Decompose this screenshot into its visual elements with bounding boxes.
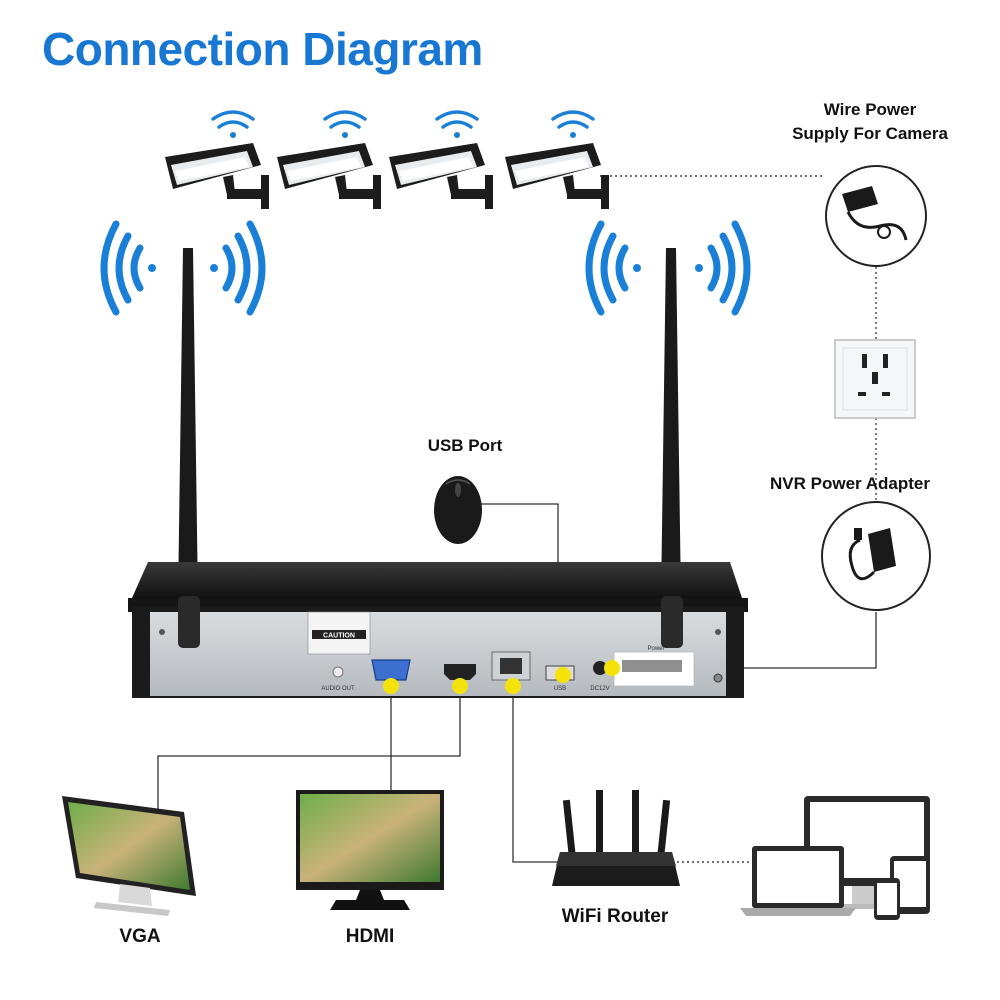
nvr-power-adapter-label: NVR Power Adapter xyxy=(770,474,930,493)
power-adapter-icon xyxy=(848,528,896,581)
mouse-icon xyxy=(434,476,482,544)
dc-port-label: DC12V xyxy=(590,686,609,692)
vga-port xyxy=(371,659,411,681)
camera-4 xyxy=(505,110,609,209)
hdmi-port xyxy=(444,664,476,680)
power-adapter-icon xyxy=(842,186,908,241)
monitor-icon xyxy=(62,796,196,916)
wifi-icon xyxy=(211,110,255,138)
nvr-power-adapter xyxy=(821,501,931,611)
monitor-icon xyxy=(296,790,444,910)
usb-port-label: USB Port xyxy=(427,436,503,455)
dc-port-marker xyxy=(604,660,620,676)
vga-label: VGA xyxy=(119,926,161,947)
usb-port-marker xyxy=(555,667,571,683)
power-label: Power xyxy=(647,646,664,652)
camera-3 xyxy=(389,110,493,209)
nvr-recorder: CAUTION AUDIO OUT USB DC12V Power xyxy=(128,562,748,698)
caution-text: CAUTION xyxy=(323,633,355,640)
wire-power-supply-label: Wire Power Supply For Camera xyxy=(770,98,970,146)
lan-cable-line xyxy=(512,686,562,863)
signal-waves-icon-left xyxy=(100,220,266,316)
dotted-lines xyxy=(600,175,877,863)
camera-icon xyxy=(389,143,493,209)
phone-icon xyxy=(874,878,900,920)
hdmi-label: HDMI xyxy=(345,926,395,947)
camera-2 xyxy=(277,110,381,209)
port-markers xyxy=(383,660,620,694)
audio-out-label: AUDIO OUT xyxy=(321,686,355,692)
laptop-icon xyxy=(740,846,856,916)
wire-power-label-line1: Wire Power xyxy=(823,100,917,119)
audio-out-port xyxy=(332,666,344,678)
wifi-icon xyxy=(435,110,479,138)
vga-port-marker xyxy=(383,678,399,694)
signal-waves-icon-right xyxy=(585,220,751,316)
wire-power-label-line2: Supply For Camera xyxy=(792,124,948,143)
hdmi-port-marker xyxy=(452,678,468,694)
vga-monitor xyxy=(62,796,196,916)
dc-port xyxy=(593,661,607,675)
lan-port-marker xyxy=(505,678,521,694)
wifi-router-label: WiFi Router xyxy=(561,906,669,927)
wall-socket-icon xyxy=(834,339,916,419)
usb-port-label: USB xyxy=(554,686,566,692)
wifi-icon xyxy=(323,110,367,138)
client-devices xyxy=(740,796,930,920)
page-title: Connection Diagram xyxy=(42,23,483,75)
camera-icon xyxy=(277,143,381,209)
wifi-icon xyxy=(551,110,595,138)
camera-power-adapter xyxy=(825,165,927,267)
hdmi-monitor xyxy=(296,790,444,910)
router-icon xyxy=(552,790,680,886)
hdmi-cable-line xyxy=(157,686,461,812)
camera-icon xyxy=(505,143,609,209)
camera-1 xyxy=(165,110,269,209)
camera-icon xyxy=(165,143,269,209)
